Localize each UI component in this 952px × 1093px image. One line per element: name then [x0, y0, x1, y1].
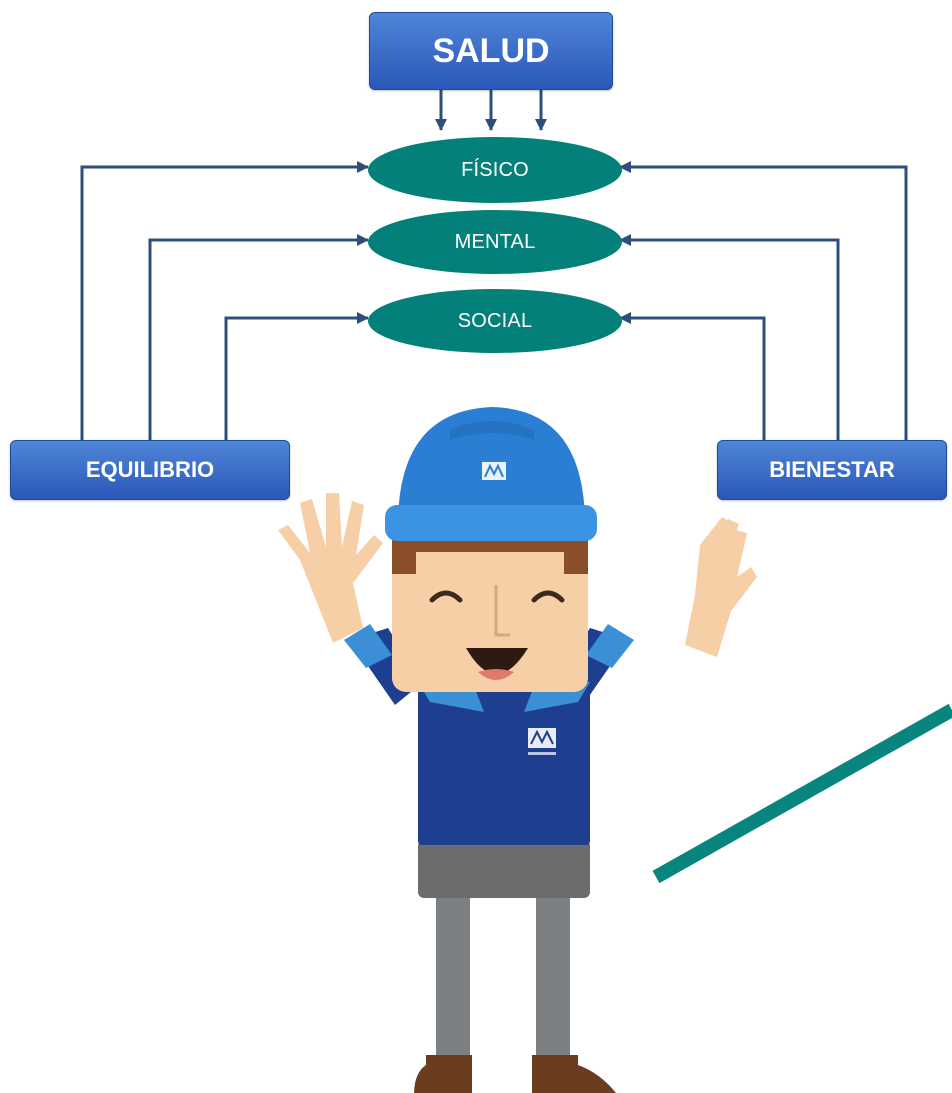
hair-sideburn-right — [564, 540, 588, 574]
shirt — [418, 680, 590, 845]
left-leg — [436, 880, 470, 1060]
right-sleeve-cuff — [586, 624, 634, 668]
equilibrio-to-mental — [148, 234, 369, 440]
right-boot — [532, 1055, 616, 1093]
left-boot — [414, 1055, 472, 1093]
left-eye — [429, 590, 463, 603]
equilibrio-box: EQUILIBRIO — [10, 440, 290, 500]
bienestar-to-social — [619, 312, 766, 440]
nose — [494, 585, 510, 637]
equilibrio-to-social — [224, 312, 369, 440]
bienestar-label: BIENESTAR — [769, 457, 895, 482]
head — [392, 520, 588, 692]
salud-box: SALUD — [369, 12, 613, 90]
mental-ellipse: MENTAL — [368, 210, 622, 274]
bienestar-to-fisico — [619, 161, 908, 440]
right-leg — [536, 880, 570, 1060]
left-hand — [278, 493, 383, 643]
bienestar-box: BIENESTAR — [717, 440, 947, 500]
helmet-logo — [482, 462, 506, 480]
equilibrio-to-fisico — [80, 161, 369, 440]
fisico-label: FÍSICO — [461, 158, 529, 181]
hair-sideburn-left — [392, 540, 416, 574]
accent-diagonal-line — [652, 703, 952, 884]
shirt-logo — [528, 728, 556, 748]
bienestar-to-mental — [619, 234, 840, 440]
equilibrio-label: EQUILIBRIO — [85, 457, 215, 482]
mouth — [466, 648, 528, 674]
social-label: SOCIAL — [457, 309, 533, 332]
right-eye — [531, 590, 565, 603]
fisico-ellipse: FÍSICO — [368, 137, 622, 203]
helmet-brim — [385, 505, 597, 541]
pants — [418, 840, 590, 898]
social-ellipse: SOCIAL — [368, 289, 622, 353]
right-hand — [685, 517, 757, 657]
left-sleeve-cuff — [344, 624, 392, 668]
salud-label: SALUD — [432, 31, 550, 70]
mental-label: MENTAL — [454, 230, 536, 253]
